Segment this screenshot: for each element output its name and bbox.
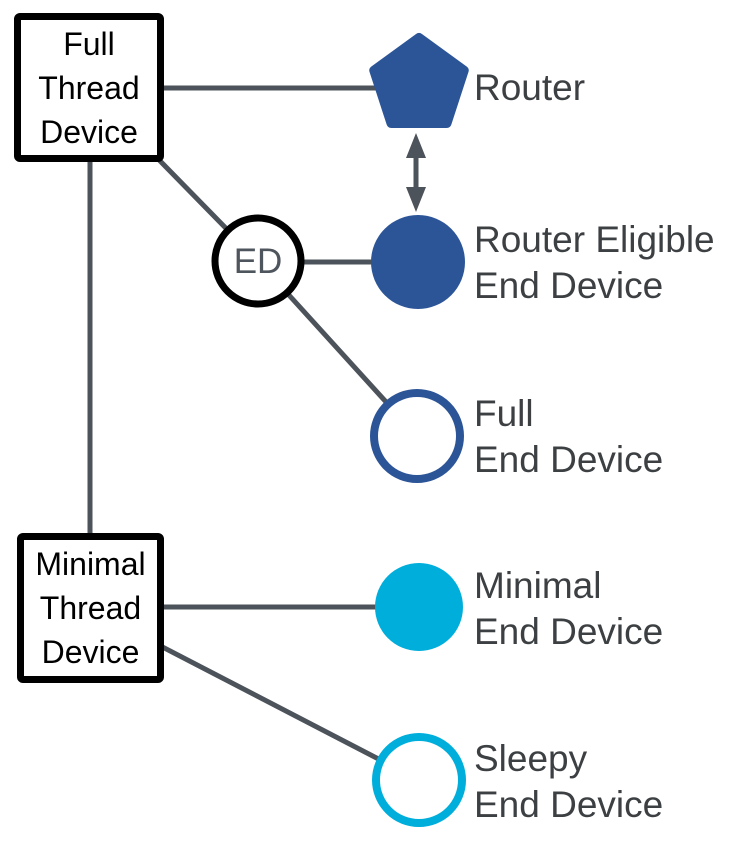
end-device-circle-label: ED	[233, 242, 283, 281]
bidirectional-arrow-icon	[406, 133, 426, 212]
sleepy-end-device-label: Sleepy End Device	[474, 738, 664, 825]
full-end-device-label: Full End Device	[474, 393, 664, 480]
arrow-head-down	[406, 187, 426, 212]
edge-minimal-thread-device-sleepy-end-device	[118, 622, 421, 783]
router-eligible-end-device-shape	[371, 215, 465, 309]
minimal-end-device-shape	[375, 563, 463, 651]
router-eligible-end-device-label: Router Eligible End Device	[474, 219, 715, 306]
router-label: Router	[474, 67, 586, 108]
full-end-device-shape	[370, 389, 464, 483]
end-device-circle-shape	[211, 214, 305, 308]
arrow-head-up	[406, 133, 426, 158]
minimal-thread-device-box: Minimal Thread Device	[17, 533, 164, 683]
sleepy-end-device-shape	[372, 733, 466, 827]
router-pentagon-shape	[369, 33, 469, 128]
full-thread-device-box: Full Thread Device	[14, 13, 164, 162]
minimal-end-device-label: Minimal End Device	[474, 565, 664, 652]
